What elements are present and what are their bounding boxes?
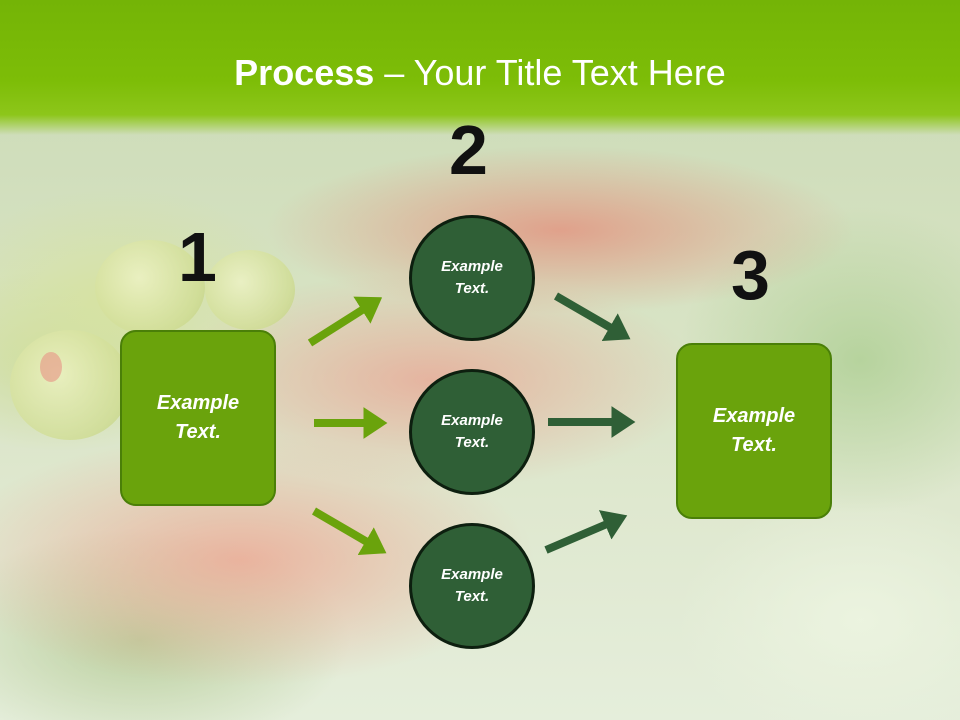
step-number-1: 1 (178, 218, 217, 296)
circle-text-line1: Example (441, 565, 503, 583)
olive-shape (205, 250, 295, 330)
title-rest: – Your Title Text Here (374, 52, 726, 93)
title-bar: Process – Your Title Text Here (0, 0, 960, 135)
arrow-right-up-dark (544, 510, 628, 554)
step-number-3: 3 (731, 236, 770, 314)
arrow-right-down-dark (553, 292, 631, 342)
circle-text-line1: Example (441, 257, 503, 275)
circle-text-line1: Example (441, 411, 503, 429)
slide-title: Process – Your Title Text Here (0, 52, 960, 94)
olive-shape (10, 330, 130, 440)
circle-text-line2: Text. (454, 280, 490, 297)
arrow-right-down-light (311, 507, 387, 555)
circle-text-line2: Text. (454, 588, 490, 605)
box-text-line2: Text. (731, 434, 777, 456)
step-number-2: 2 (449, 111, 488, 189)
olive-shape (95, 240, 205, 335)
circle-text-line2: Text. (454, 434, 490, 451)
pimento-shape (40, 352, 62, 382)
title-bold: Process (234, 52, 375, 93)
arrow-right-up-light (307, 296, 383, 347)
box-text-line1: Example (156, 392, 240, 414)
box-text-line1: Example (712, 405, 796, 427)
box-text-line2: Text. (175, 421, 221, 443)
